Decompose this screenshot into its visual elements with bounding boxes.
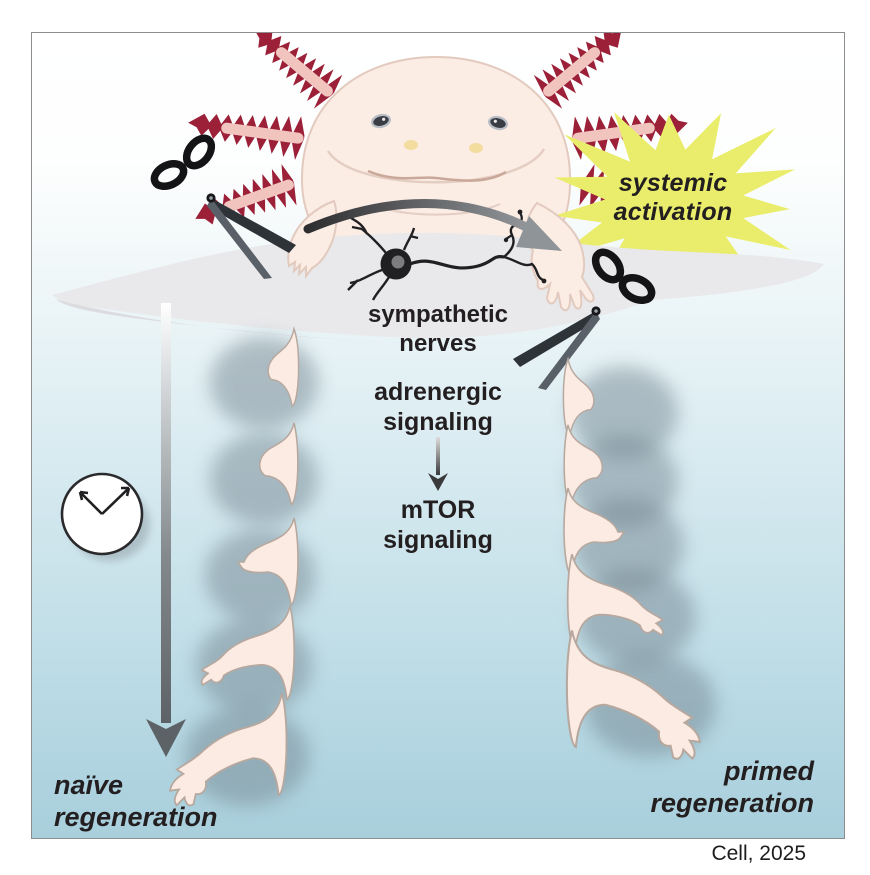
figure-frame: systemic activation sympathetic nerves a… [31,32,845,839]
label-line: systemic [618,169,728,197]
label-line: nerves [399,329,477,357]
limb-stage [267,326,300,408]
mtor-signaling-label: mTOR signaling [338,495,538,555]
systemic-signal-arrow [303,199,562,251]
limb-stage [236,517,299,607]
ground-blob [52,232,824,343]
label-line: regeneration [54,802,218,833]
limb-stage [562,356,595,438]
naive-limb-column [168,326,318,807]
gill-frond [188,113,305,160]
neuron-icon [347,209,547,301]
label-line: activation [613,198,733,226]
time-arrow [146,303,186,757]
gill-frond [533,33,622,109]
systemic-activation-label: systemic activation [553,169,793,227]
scissors-icon-left [150,134,296,279]
axolotl-arm-right-hand [525,201,595,312]
primed-regeneration-label: primed regeneration [524,755,814,820]
limb-stage [259,422,299,506]
axolotl-cheek-spot-left [404,140,418,150]
axolotl-cheek-spot-right [469,143,483,153]
gill-frond [254,33,343,109]
label-line: primed [723,756,814,786]
axolotl-cheek-line [326,148,546,184]
axolotl-eye-left [371,113,391,129]
starburst-icon [554,112,796,294]
figure-artwork [52,33,824,807]
limb-stage [200,605,296,701]
axolotl-mouth [367,169,507,182]
flow-arrow [428,437,448,491]
clock-icon [60,472,150,561]
label-line: signaling [383,526,493,554]
limb-stage [563,424,603,508]
journal-credit: Cell, 2025 [711,842,806,865]
label-line: signaling [383,408,493,436]
label-line: sympathetic [367,301,509,328]
axolotl-eye-right [488,115,508,131]
scissors-icon-right [513,248,656,390]
limb-stage [565,630,702,761]
label-line: naïve [54,770,124,800]
label-line: regeneration [650,788,814,819]
gill-frond [195,164,297,225]
label-line: mTOR [400,496,476,524]
primed-limb-column [562,356,716,761]
label-line: adrenergic [374,378,502,406]
limb-stage [168,693,288,807]
naive-regeneration-label: naïve regeneration [54,769,324,834]
limb-stage [563,487,626,577]
adrenergic-signaling-label: adrenergic signaling [318,377,558,437]
sympathetic-nerves-label: sympathetic nerves [318,301,558,359]
